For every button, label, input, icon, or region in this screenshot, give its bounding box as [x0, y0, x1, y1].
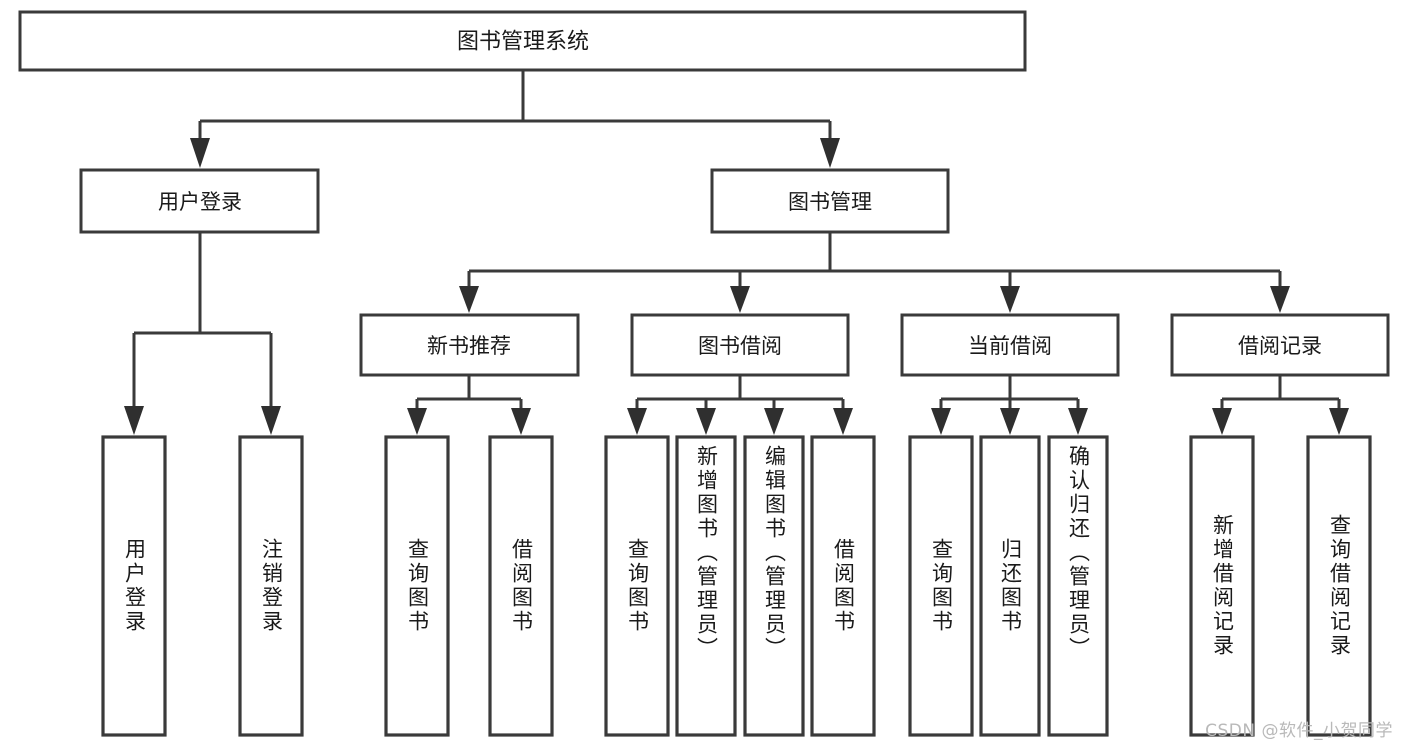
leaf-box-borrow-book-1[interactable]	[488, 435, 554, 737]
node-borrow-record-label: 借阅记录	[1238, 334, 1322, 358]
leaf-box-query-book-3[interactable]	[908, 435, 974, 737]
leaf-box-confirm-return[interactable]	[1047, 435, 1109, 737]
node-current-borrow-box[interactable]	[900, 313, 1120, 377]
node-current-borrow[interactable]: 当前借阅	[900, 313, 1120, 377]
leaf-box-borrow-book-2[interactable]	[810, 435, 876, 737]
leaf-box-group	[101, 435, 1372, 737]
leaf-box-query-record[interactable]	[1306, 435, 1372, 737]
leaf-box-add-book[interactable]	[675, 435, 737, 737]
arrow-to-leaf-confirm-return	[1068, 408, 1088, 435]
leaf-box-query-book-2[interactable]	[604, 435, 670, 737]
arrow-to-current-borrow	[1000, 286, 1020, 313]
arrow-to-new-book-rec	[459, 286, 479, 313]
arrow-to-borrow-record	[1270, 286, 1290, 313]
arrow-to-leaf-add-book	[696, 408, 716, 435]
node-new-book-rec-box[interactable]	[359, 313, 580, 377]
node-new-book-rec[interactable]: 新书推荐	[359, 313, 580, 377]
node-book-manage-label: 图书管理	[788, 190, 872, 214]
node-root[interactable]: 图书管理系统	[18, 10, 1027, 72]
node-new-book-rec-label: 新书推荐	[427, 334, 511, 358]
arrow-to-leaf-query-record	[1329, 408, 1349, 435]
node-book-manage-box[interactable]	[710, 168, 950, 234]
node-borrow-record-box[interactable]	[1170, 313, 1390, 377]
node-book-borrow-label: 图书借阅	[698, 334, 782, 358]
arrow-to-leaf-borrow-book-2	[833, 408, 853, 435]
leaf-box-user-login[interactable]	[101, 435, 167, 737]
node-root-box[interactable]	[18, 10, 1027, 72]
node-root-label: 图书管理系统	[457, 30, 589, 55]
arrow-to-leaf-query-book-3	[931, 408, 951, 435]
arrow-to-book-manage	[820, 138, 840, 168]
arrow-to-leaf-edit-book	[764, 408, 784, 435]
node-user-login[interactable]: 用户登录	[79, 168, 320, 234]
connector-group	[124, 70, 1349, 435]
node-current-borrow-label: 当前借阅	[968, 334, 1052, 358]
node-book-manage[interactable]: 图书管理	[710, 168, 950, 234]
leaf-box-add-record[interactable]	[1189, 435, 1255, 737]
arrow-to-leaf-user-logout	[261, 406, 281, 435]
arrow-to-leaf-return-book	[1000, 408, 1020, 435]
node-user-login-box[interactable]	[79, 168, 320, 234]
arrow-to-leaf-query-book-1	[407, 408, 427, 435]
arrow-to-user-login	[190, 138, 210, 168]
node-user-login-label: 用户登录	[158, 190, 242, 214]
node-borrow-record[interactable]: 借阅记录	[1170, 313, 1390, 377]
arrow-to-leaf-add-record	[1212, 408, 1232, 435]
arrow-to-leaf-user-login	[124, 406, 144, 435]
node-book-borrow[interactable]: 图书借阅	[630, 313, 850, 377]
leaf-box-return-book[interactable]	[979, 435, 1041, 737]
leaf-box-edit-book[interactable]	[743, 435, 805, 737]
node-book-borrow-box[interactable]	[630, 313, 850, 377]
arrow-to-leaf-borrow-book-1	[511, 408, 531, 435]
arrow-to-leaf-query-book-2	[627, 408, 647, 435]
leaf-box-user-logout[interactable]	[238, 435, 304, 737]
leaf-box-query-book-1[interactable]	[384, 435, 450, 737]
arrow-to-book-borrow	[730, 286, 750, 313]
